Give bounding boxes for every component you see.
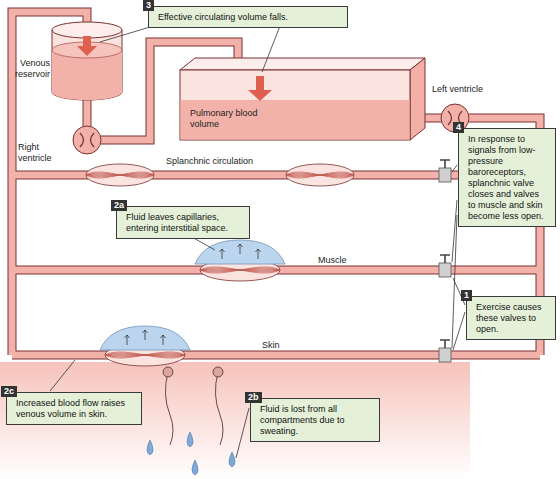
callout-text: In response to signals from low-pressure… xyxy=(468,134,549,222)
callout-box: 2cIncreased blood flow raises venous vol… xyxy=(6,392,142,425)
right-ventricle xyxy=(73,126,101,154)
venous-reservoir xyxy=(52,22,122,100)
callout-number: 3 xyxy=(143,0,154,11)
capillary xyxy=(86,172,154,178)
valve-body xyxy=(439,263,451,277)
part-label: Left ventricle xyxy=(432,84,492,95)
flow-arrow xyxy=(256,249,261,259)
flow-arrow xyxy=(143,330,148,340)
part-label: Pulmonary blood volume xyxy=(190,108,270,130)
valve-handle xyxy=(440,160,450,168)
tube-fill xyxy=(425,115,441,122)
flow-arrow xyxy=(238,244,243,254)
callout-box: 2bFluid is lost from all compartments du… xyxy=(250,398,380,442)
callout-number: 1 xyxy=(461,290,472,301)
flow-arrow xyxy=(161,335,166,345)
tube-fill xyxy=(84,100,91,126)
callout-number: 2c xyxy=(1,386,17,397)
callout-text: Increased blood flow raises venous volum… xyxy=(16,398,135,420)
callout-number: 4 xyxy=(453,122,464,133)
part-label: Venous reservoir xyxy=(14,58,50,80)
valve-body xyxy=(439,168,451,182)
valve-body xyxy=(439,348,451,362)
callout-box: 2aFluid leaves capillaries, entering int… xyxy=(116,206,250,239)
part-label: Right ventricle xyxy=(18,142,70,164)
interstitial-fluid xyxy=(195,240,285,264)
capillary xyxy=(105,352,185,358)
tube-fill xyxy=(12,352,540,359)
capillary-beds xyxy=(86,164,354,366)
flow-arrow xyxy=(125,335,130,345)
callout-box: 3Effective circulating volume falls. xyxy=(148,6,348,28)
capillary xyxy=(105,352,185,358)
callout-text: Fluid leaves capillaries, entering inter… xyxy=(126,212,243,234)
tube-outline xyxy=(425,114,441,123)
callout-text: Fluid is lost from all compartments due … xyxy=(260,404,373,437)
callout-text: Effective circulating volume falls. xyxy=(158,12,341,23)
pulmonary-reservoir xyxy=(180,58,425,140)
part-label: Muscle xyxy=(318,255,378,266)
callout-box: 4In response to signals from low-pressur… xyxy=(458,128,556,227)
interstitial-fluid xyxy=(100,326,190,350)
valve-handle xyxy=(440,340,450,348)
sweat-glands xyxy=(163,367,223,445)
sweat-drops xyxy=(147,432,235,475)
capillary xyxy=(200,267,280,273)
capillary xyxy=(86,172,154,178)
flow-arrow xyxy=(220,249,225,259)
fluid-arrows xyxy=(125,244,261,345)
tube-outline xyxy=(83,100,92,126)
tube-outline xyxy=(12,351,540,360)
capillary-bed xyxy=(86,164,154,186)
capillary xyxy=(286,172,354,178)
capillary-bed xyxy=(286,164,354,186)
callout-number: 2a xyxy=(111,200,127,211)
skin-region xyxy=(0,362,470,479)
capillary xyxy=(286,172,354,178)
callout-text: Exercise causes these valves to open. xyxy=(476,302,549,335)
callout-number: 2b xyxy=(245,392,262,403)
valve-handle xyxy=(440,255,450,263)
callout-box: 1Exercise causes these valves to open. xyxy=(466,296,556,340)
valves xyxy=(439,160,451,362)
part-label: Skin xyxy=(262,340,302,351)
part-label: Splanchnic circulation xyxy=(166,156,286,167)
capillary xyxy=(200,267,280,273)
